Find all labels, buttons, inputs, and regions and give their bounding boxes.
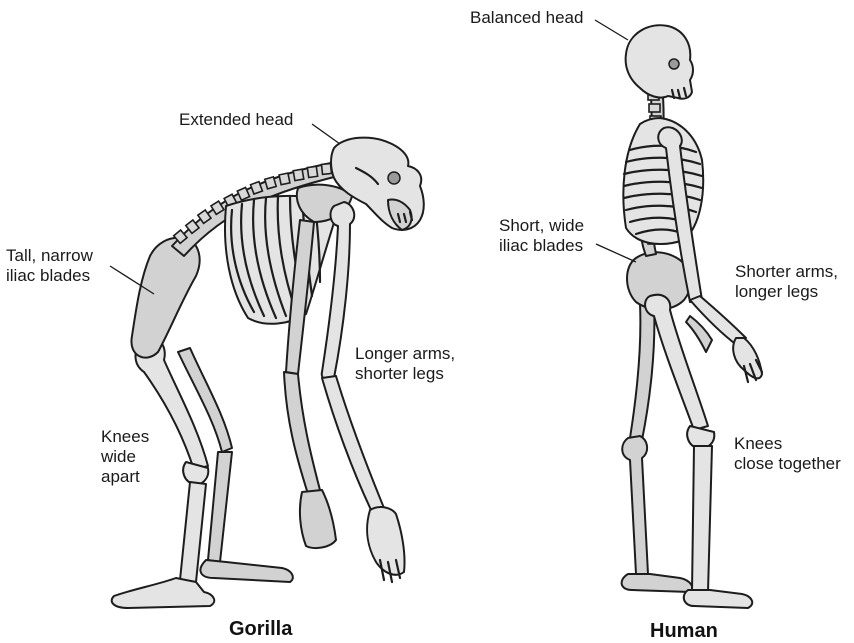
human-skeleton <box>622 25 762 608</box>
label-shorter-arms-longer-legs: Shorter arms, longer legs <box>735 262 838 302</box>
human-skull <box>626 25 693 99</box>
label-longer-arms-shorter-legs: Longer arms, shorter legs <box>355 344 455 384</box>
label-knees-wide-apart: Knees wide apart <box>101 427 149 487</box>
caption-gorilla: Gorilla <box>229 618 292 641</box>
label-short-wide-iliac-blades: Short, wide iliac blades <box>499 216 584 256</box>
label-knees-close-together: Knees close together <box>734 434 841 474</box>
leader-balanced-head <box>595 20 628 40</box>
leader-human-iliac <box>596 244 636 262</box>
gorilla-pelvis <box>131 238 199 358</box>
leader-extended-head <box>312 124 340 144</box>
label-balanced-head: Balanced head <box>470 8 583 28</box>
label-tall-narrow-iliac-blades: Tall, narrow iliac blades <box>6 246 93 286</box>
label-extended-head: Extended head <box>179 110 293 130</box>
caption-human: Human <box>650 620 718 643</box>
